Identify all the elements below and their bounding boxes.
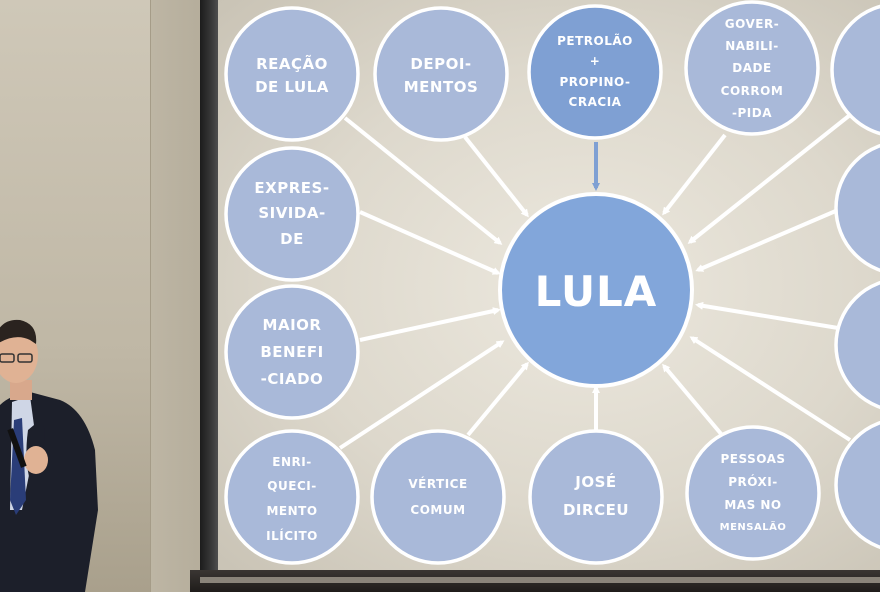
arrow-right-2 — [695, 208, 839, 272]
node-pessoas: PESSOAS PRÓXI- MAS NO MENSALÃO — [685, 425, 821, 561]
node-governabilidade-line-3: DADE — [732, 61, 771, 75]
node-enriquecimento-line-3: MENTO — [266, 504, 317, 518]
node-maior: MAIOR BENEFI -CIADO — [224, 284, 360, 420]
arrow-reacao — [343, 116, 503, 245]
node-depoimentos-line-2: MENTOS — [404, 78, 479, 96]
speaker-neck — [10, 380, 32, 400]
arrow-right-3 — [695, 301, 839, 330]
node-governabilidade-line-5: -PIDA — [732, 106, 772, 120]
node-jose: JOSÉ DIRCEU — [528, 429, 664, 565]
node-right-3 — [834, 280, 880, 410]
screen-bottom-trim — [200, 577, 880, 583]
glasses-lens-right — [17, 353, 33, 363]
arrow-right-1 — [687, 113, 852, 244]
arrow-right-4 — [689, 336, 852, 442]
speaker-hair — [0, 319, 37, 344]
node-expressividade-line-1: EXPRES- — [254, 179, 329, 197]
node-maior-line-3: -CIADO — [261, 370, 324, 388]
node-expressividade-line-2: SIVIDA- — [258, 204, 325, 222]
node-governabilidade-line-1: GOVER- — [725, 17, 779, 31]
glasses-icon — [0, 353, 15, 363]
node-jose-line-2: DIRCEU — [563, 501, 629, 519]
node-jose-line-1: JOSÉ — [574, 472, 616, 491]
node-maior-line-1: MAIOR — [263, 316, 322, 334]
node-enriquecimento-line-2: QUECI- — [267, 479, 316, 493]
arrow-governabilidade — [662, 133, 727, 216]
arrow-maior — [359, 307, 501, 342]
node-petrolao-line-3: PROPINO- — [560, 75, 631, 89]
node-governabilidade-line-4: CORROM — [721, 84, 784, 98]
arrow-vertice — [466, 361, 529, 437]
node-vertice-line-1: VÉRTICE — [408, 476, 467, 491]
node-vertice: VÉRTICE COMUM — [370, 429, 506, 565]
node-reacao: REAÇÃO DE LULA — [224, 6, 360, 142]
speaker-figure — [0, 319, 98, 592]
node-governabilidade-line-2: NABILI- — [725, 39, 779, 53]
node-petrolao-line-4: CRACIA — [569, 95, 622, 109]
screen-frame — [200, 0, 220, 580]
node-enriquecimento-line-4: ILÍCITO — [266, 528, 318, 543]
node-reacao-line-2: DE LULA — [255, 78, 329, 96]
node-petrolao-line-1: PETROLÃO — [557, 33, 633, 48]
node-enriquecimento-line-1: ENRI- — [272, 455, 311, 469]
node-expressividade: EXPRES- SIVIDA- DE — [224, 146, 360, 282]
node-vertice-line-2: COMUM — [410, 503, 465, 517]
microphone-icon — [7, 428, 27, 468]
node-pessoas-line-2: PRÓXI- — [728, 474, 778, 489]
node-right-4 — [834, 420, 880, 550]
center-label: LULA — [535, 267, 658, 316]
node-enriquecimento: ENRI- QUECI- MENTO ILÍCITO — [224, 429, 360, 565]
node-expressividade-line-3: DE — [280, 230, 304, 248]
arrow-enriquecimento — [338, 340, 505, 450]
node-depoimentos-line-1: DEPOI- — [410, 55, 471, 73]
node-pessoas-line-3: MAS NO — [724, 498, 781, 512]
arrows — [338, 113, 852, 450]
node-depoimentos: DEPOI- MENTOS — [373, 6, 509, 142]
node-governabilidade: GOVER- NABILI- DADE CORROM -PIDA — [684, 0, 820, 136]
arrow-depoimentos — [463, 135, 529, 218]
node-maior-line-2: BENEFI — [260, 343, 323, 361]
center-node: LULA — [498, 192, 694, 388]
node-petrolao-line-2: + — [590, 54, 601, 68]
node-petrolao: PETROLÃO + PROPINO- CRACIA — [527, 4, 663, 140]
node-right-top — [830, 4, 880, 136]
arrow-pessoas — [662, 363, 724, 437]
speaker-hand — [24, 446, 48, 474]
node-reacao-line-1: REAÇÃO — [256, 54, 328, 73]
node-pessoas-line-1: PESSOAS — [720, 452, 785, 466]
arrow-expressividade — [359, 210, 501, 275]
node-pessoas-line-4: MENSALÃO — [720, 520, 787, 533]
node-right-2 — [834, 143, 880, 273]
